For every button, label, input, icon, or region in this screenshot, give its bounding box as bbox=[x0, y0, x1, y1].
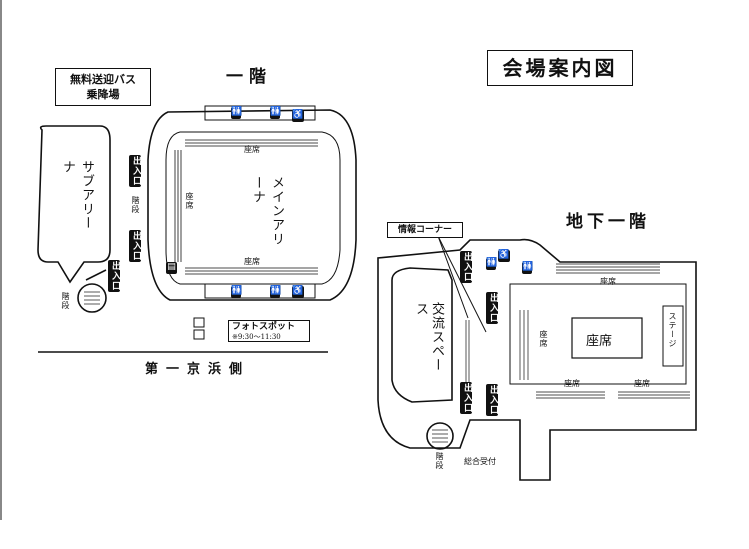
floor1-stairs-label-b: 階段 bbox=[61, 292, 70, 310]
basement-entrance-3: 出入口 bbox=[460, 382, 472, 414]
seat-label-b2: 座席 bbox=[539, 330, 548, 348]
main-arena-label: メインアリーナ bbox=[250, 176, 284, 246]
basement-entrance-1: 出入口 bbox=[460, 251, 472, 283]
exchange-space-shape bbox=[391, 267, 453, 403]
seat-label-left: 座席 bbox=[185, 192, 194, 210]
accessible-icon: ♿ bbox=[292, 110, 304, 122]
hall-seat-center: 座席 bbox=[586, 334, 613, 349]
elevator-icon: ▤ bbox=[166, 262, 177, 274]
bus-label-line1: 無料送迎バス bbox=[70, 73, 136, 86]
bus-stop-label: 無料送迎バス 乗降場 bbox=[55, 68, 151, 106]
photo-spot-label: フォトスポット ※9:30〜11:30 bbox=[228, 320, 310, 342]
restroom-icon: 🚻 bbox=[270, 286, 282, 298]
accessible-icon: ♿ bbox=[498, 250, 510, 262]
seat-label-top: 座席 bbox=[244, 145, 260, 154]
restroom-icon: 🚻 bbox=[231, 107, 243, 119]
stage-label: ステージ bbox=[668, 312, 677, 348]
basement-entrance-4: 出入口 bbox=[486, 384, 498, 416]
accessible-icon: ♿ bbox=[292, 286, 304, 298]
sub-arena-label: サブアリーナ bbox=[60, 160, 94, 230]
floor1-entrance-3: 出入口 bbox=[108, 260, 120, 292]
photo-spot-time: ※9:30〜11:30 bbox=[232, 333, 281, 341]
seat-label-bottom: 座席 bbox=[244, 257, 260, 266]
basement-title: 地下一階 bbox=[566, 212, 650, 232]
seat-label-b4: 座席 bbox=[634, 379, 650, 388]
restroom-icon: 🚻 bbox=[522, 262, 534, 274]
restroom-icon: 🚻 bbox=[486, 258, 498, 270]
basement-outline bbox=[377, 238, 697, 481]
floor1-title: 一階 bbox=[226, 67, 272, 87]
photo-spot-name: フォトスポット bbox=[232, 322, 296, 332]
main-arena-outer bbox=[147, 109, 357, 301]
bus-label-line2: 乗降場 bbox=[86, 88, 120, 101]
basement-stairs-label: 階段 bbox=[435, 452, 444, 470]
floor1-entrance-2: 出入口 bbox=[129, 230, 141, 262]
sub-arena-shape bbox=[37, 125, 111, 284]
info-corner-label: 情報コーナー bbox=[387, 222, 463, 238]
road-label: 第一京浜側 bbox=[145, 362, 251, 377]
restroom-icon: 🚻 bbox=[270, 107, 282, 119]
basement-entrance-2: 出入口 bbox=[486, 292, 498, 324]
seat-label-b3: 座席 bbox=[564, 379, 580, 388]
exchange-space-label: 交流スペース bbox=[413, 302, 444, 372]
seat-label-b1: 座席 bbox=[600, 277, 616, 286]
floor1-stairs-label-a: 階段 bbox=[131, 196, 140, 214]
reception-label: 総合受付 bbox=[464, 457, 496, 466]
restroom-icon: 🚻 bbox=[231, 286, 243, 298]
floor1-entrance-1: 出入口 bbox=[129, 155, 141, 187]
page-title: 会場案内図 bbox=[487, 50, 633, 86]
